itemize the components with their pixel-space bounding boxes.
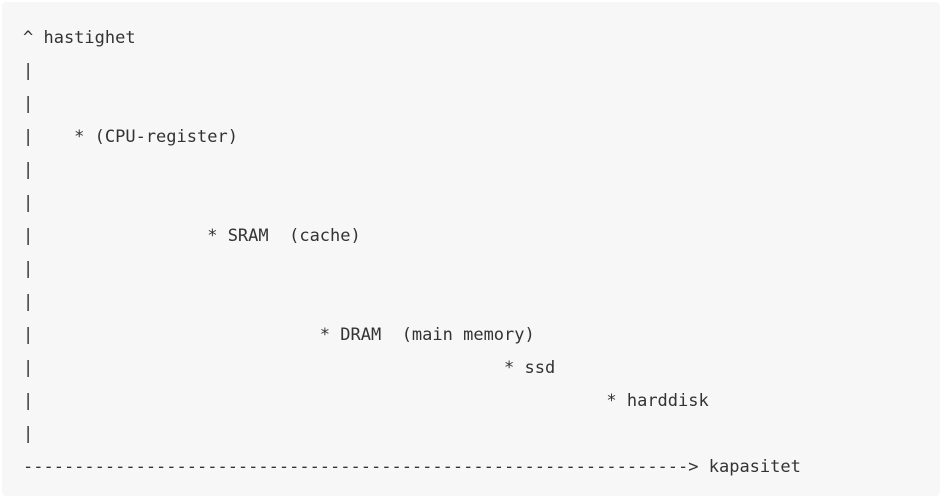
diagram-line: | — [23, 193, 34, 213]
diagram-line: | — [23, 292, 34, 312]
diagram-line-y-axis-label: ^ hastighet — [23, 28, 136, 48]
diagram-line: | — [23, 259, 34, 279]
diagram-line-ssd: | * ssd — [23, 358, 556, 378]
diagram-line: | — [23, 94, 34, 114]
diagram-line-sram: | * SRAM (cache) — [23, 226, 361, 246]
diagram-line-cpu-register: | * (CPU-register) — [23, 127, 238, 147]
diagram-line: | — [23, 61, 34, 81]
ascii-diagram: ^ hastighet | | | * (CPU-register) | | | * SRA… — [23, 22, 801, 484]
diagram-line-x-axis: ----------------------------------------… — [23, 457, 801, 477]
diagram-line-dram: | * DRAM (main memory) — [23, 325, 535, 345]
diagram-line: | — [23, 424, 34, 444]
diagram-line: | — [23, 160, 34, 180]
diagram-line-harddisk: | * harddisk — [23, 391, 709, 411]
